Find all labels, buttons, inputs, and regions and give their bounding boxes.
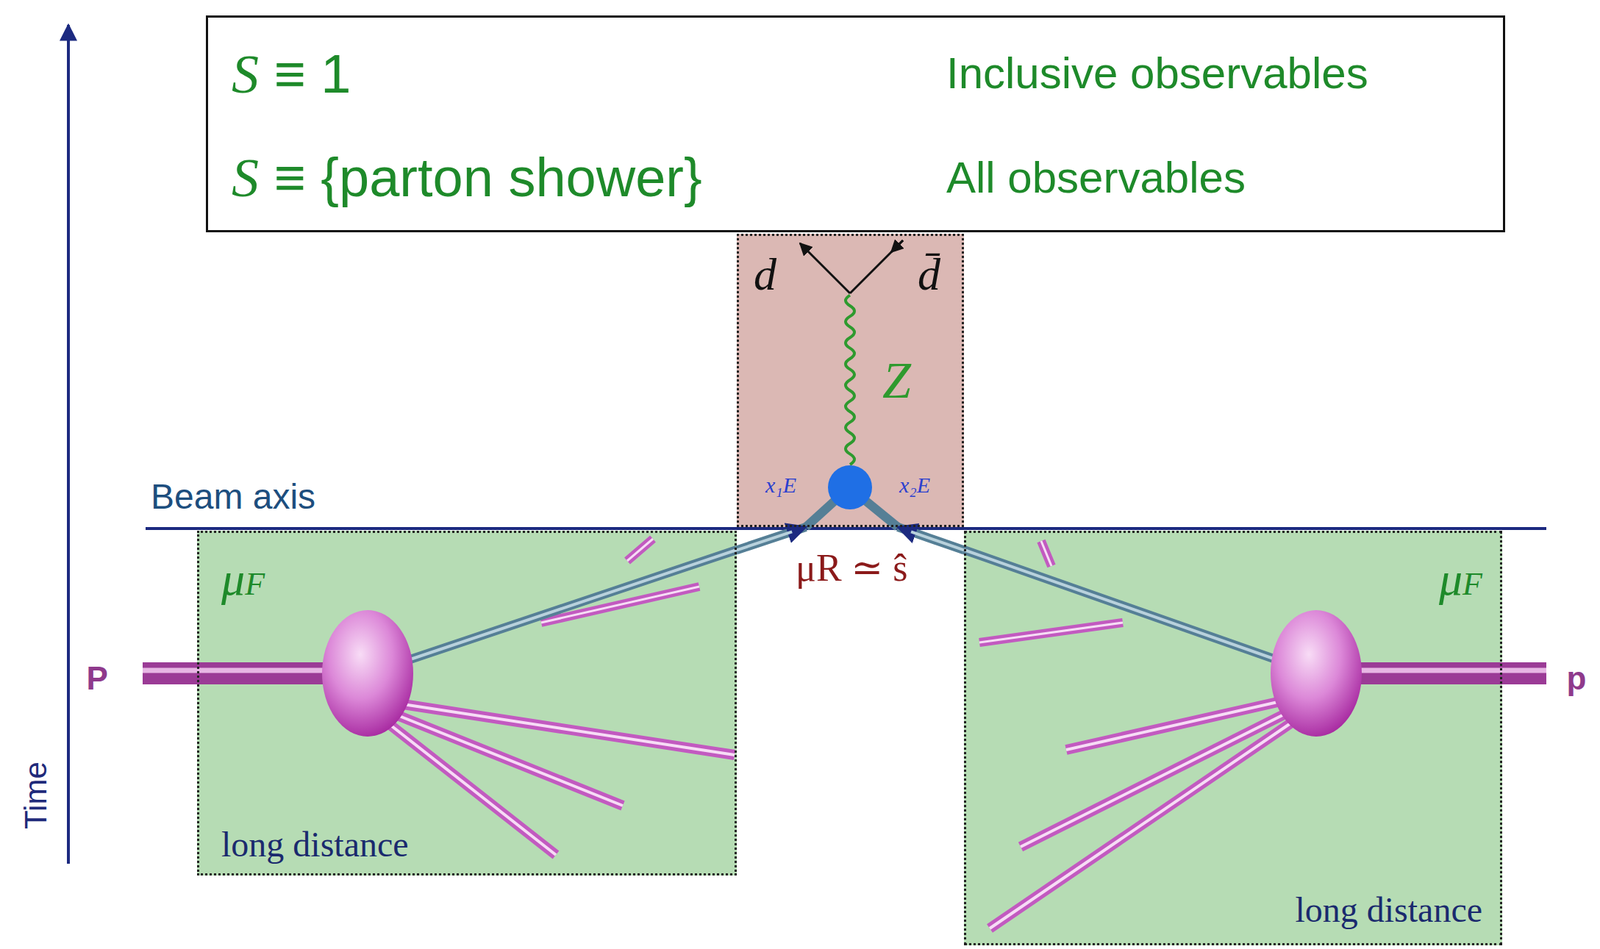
antiquark-out-line (850, 240, 903, 294)
momentum-label: x₁E (765, 472, 797, 498)
particle-label: d (753, 249, 777, 300)
time-axis (66, 25, 70, 864)
particle-label: d̄ (917, 249, 941, 300)
jet (627, 538, 653, 562)
jet-highlight (989, 720, 1295, 929)
jet (1041, 541, 1052, 567)
formula-text: S ≡ 1 (231, 44, 351, 105)
pdf-region-fill (963, 530, 1503, 946)
proton-label: P (86, 661, 109, 697)
quark-line (963, 550, 1274, 659)
quark-line-highlight (410, 550, 737, 660)
hard-process-box: d d̄ Zx₁E x₂E (736, 233, 964, 528)
quark-connector (897, 527, 964, 550)
jet (979, 622, 1123, 643)
proton-blob (1270, 610, 1362, 737)
momentum-label: x₂E (899, 472, 931, 498)
legend-box: S ≡ 1 Inclusive observables S ≡ {parton sh… (205, 15, 1506, 233)
formula-text: S ≡ {parton shower} (231, 147, 703, 209)
region-label: long distance (221, 825, 409, 865)
right-proton (963, 541, 1547, 929)
jet (1020, 711, 1292, 848)
vertex-dot (827, 465, 873, 510)
pdf-region-fill (197, 530, 737, 876)
proton-blob (322, 610, 414, 737)
legend-text: All observables (946, 153, 1246, 203)
axis-label: Beam axis (150, 477, 316, 517)
jet-highlight (1041, 541, 1052, 567)
jet-highlight (402, 704, 735, 756)
quark-line-highlight (963, 550, 1274, 659)
region-label: long distance (1294, 891, 1483, 931)
axis-label: Time (19, 761, 53, 830)
quark-connector (736, 527, 806, 550)
particle-label: Z (882, 352, 912, 409)
scale-label: μF (221, 553, 265, 606)
scale-label: μF (1438, 553, 1483, 606)
scale-label: μR ≃ ŝ (795, 547, 908, 589)
beam-axis (145, 527, 1547, 531)
jet-highlight (1020, 711, 1292, 848)
pdf-region-box: μF long distance (197, 530, 737, 876)
jet-highlight (627, 538, 653, 562)
pdf-region-box: μF long distance (963, 530, 1503, 946)
quark-line (410, 550, 737, 660)
jet-highlight (979, 622, 1123, 643)
quark-line (861, 497, 898, 528)
antiquark-arrow (891, 240, 903, 253)
quark-connector-highlight (911, 531, 964, 550)
quark-line (805, 497, 839, 528)
left-proton (142, 538, 737, 856)
jet (388, 723, 556, 856)
jet-highlight (388, 723, 556, 856)
proton-label: p (1566, 661, 1587, 697)
hard-process-fill (736, 233, 964, 528)
quark-out-line (800, 243, 850, 294)
z-boson-line (845, 295, 855, 465)
legend-text: Inclusive observables (946, 49, 1369, 98)
jet (402, 704, 735, 756)
quark-connector-highlight (736, 531, 792, 550)
jet (989, 720, 1295, 929)
